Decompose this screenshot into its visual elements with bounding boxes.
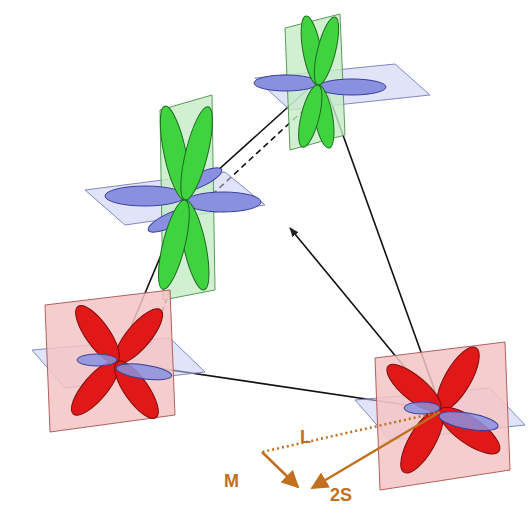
orbital-lobe — [254, 75, 318, 91]
s-vector — [312, 412, 440, 488]
orbital-lobe — [433, 399, 507, 462]
orbital-lobe — [318, 79, 386, 95]
orbital-lobe — [185, 192, 261, 212]
red-site — [355, 341, 525, 490]
orbital-lobe — [174, 104, 219, 202]
orbital-lobe — [152, 197, 196, 292]
orbital-lobe — [438, 408, 500, 434]
vertical-plane — [375, 342, 510, 490]
orbital-lobe — [294, 83, 327, 149]
orbital-lobe — [380, 357, 448, 419]
l-vector — [262, 412, 440, 452]
vector-label: L — [300, 428, 311, 446]
orbital-lobe — [115, 361, 172, 383]
orbital-lobe — [77, 354, 117, 366]
orbital-lobe — [309, 15, 343, 87]
vertical-plane — [45, 290, 175, 432]
orbital-lobe — [68, 299, 127, 368]
vector-label: M — [224, 472, 239, 490]
green-site — [254, 14, 430, 150]
red-site — [32, 290, 205, 432]
green-site — [85, 95, 265, 300]
m-vector — [262, 452, 298, 487]
orbital-lobe — [105, 186, 185, 206]
vector-label: 2S — [330, 486, 352, 504]
moment-vectors — [262, 412, 440, 488]
